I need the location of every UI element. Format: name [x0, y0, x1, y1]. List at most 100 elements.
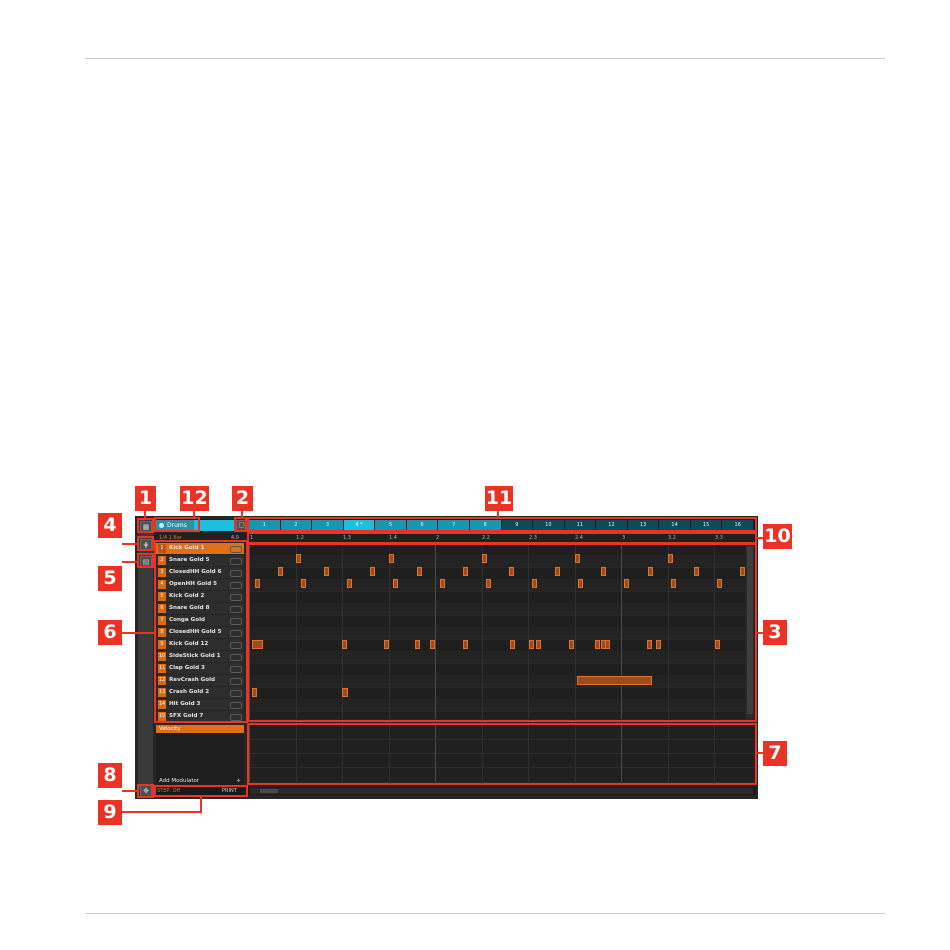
- pattern-slot[interactable]: 6: [406, 520, 439, 531]
- pattern-slot[interactable]: 2: [280, 520, 313, 531]
- note-event[interactable]: [647, 640, 652, 649]
- note-event[interactable]: [694, 567, 699, 576]
- note-event[interactable]: [393, 579, 398, 588]
- note-event[interactable]: [255, 579, 260, 588]
- mute-solo-icon[interactable]: [230, 666, 242, 673]
- note-event[interactable]: [389, 554, 394, 563]
- pattern-slot[interactable]: 9: [501, 520, 534, 531]
- note-event[interactable]: [296, 554, 301, 563]
- note-event[interactable]: [370, 567, 375, 576]
- note-event[interactable]: [482, 554, 487, 563]
- modulation-parameter[interactable]: Velocity: [156, 725, 244, 733]
- pattern-slot[interactable]: 12: [596, 520, 628, 531]
- note-event[interactable]: [342, 640, 347, 649]
- mute-solo-icon[interactable]: [230, 654, 242, 661]
- mute-solo-icon[interactable]: [230, 546, 242, 553]
- note-event[interactable]: [601, 567, 606, 576]
- scrollbar-thumb[interactable]: [260, 789, 278, 793]
- vertical-scrollbar[interactable]: [746, 543, 754, 719]
- mute-solo-icon[interactable]: [230, 570, 242, 577]
- note-event[interactable]: [252, 640, 263, 649]
- print-button[interactable]: PRINT: [222, 788, 237, 794]
- mute-solo-icon[interactable]: [230, 594, 242, 601]
- pattern-slot[interactable]: 15: [690, 520, 723, 531]
- mute-solo-icon[interactable]: [230, 630, 242, 637]
- mute-solo-icon[interactable]: [230, 702, 242, 709]
- mute-solo-icon[interactable]: [230, 678, 242, 685]
- pattern-slot[interactable]: 3: [312, 520, 344, 531]
- note-event[interactable]: [577, 676, 652, 685]
- mute-solo-icon[interactable]: [230, 618, 242, 625]
- note-event[interactable]: [415, 640, 420, 649]
- group-selector[interactable]: Drums: [155, 520, 242, 531]
- pattern-slot[interactable]: 7: [438, 520, 470, 531]
- note-event[interactable]: [324, 567, 329, 576]
- note-event[interactable]: [278, 567, 283, 576]
- note-event[interactable]: [578, 579, 583, 588]
- mute-solo-icon[interactable]: [230, 558, 242, 565]
- group-view-icon[interactable]: ▤: [140, 556, 152, 568]
- note-event[interactable]: [509, 567, 514, 576]
- note-event[interactable]: [384, 640, 389, 649]
- note-event[interactable]: [430, 640, 435, 649]
- keyboard-view-icon[interactable]: ⋕: [140, 539, 152, 551]
- pattern-slot[interactable]: 16: [722, 520, 754, 531]
- pattern-slot[interactable]: 14: [659, 520, 691, 531]
- note-event[interactable]: [342, 688, 348, 697]
- pattern-slot[interactable]: 5: [375, 520, 407, 531]
- pattern-slot[interactable]: 1: [249, 520, 281, 531]
- step-mode-selector[interactable]: STEP: Off: [157, 788, 181, 794]
- pattern-manager-icon[interactable]: ▢: [236, 520, 247, 531]
- pattern-slot[interactable]: 11: [564, 520, 597, 531]
- note-event[interactable]: [532, 579, 537, 588]
- add-modulator-button[interactable]: Add Modulator+: [156, 777, 244, 785]
- note-event[interactable]: [656, 640, 661, 649]
- mute-solo-icon[interactable]: [230, 642, 242, 649]
- note-event[interactable]: [417, 567, 422, 576]
- mute-solo-icon[interactable]: [230, 714, 242, 721]
- note-event[interactable]: [463, 640, 468, 649]
- note-event[interactable]: [740, 567, 745, 576]
- mute-solo-icon[interactable]: [230, 690, 242, 697]
- note-event[interactable]: [575, 554, 580, 563]
- pattern-slot[interactable]: 8: [469, 520, 502, 531]
- note-event[interactable]: [529, 640, 534, 649]
- note-event[interactable]: [463, 567, 468, 576]
- note-event[interactable]: [569, 640, 574, 649]
- note-event[interactable]: [715, 640, 720, 649]
- dragger-icon[interactable]: ✥: [140, 785, 152, 797]
- note-event[interactable]: [624, 579, 629, 588]
- control-lane[interactable]: [249, 725, 754, 782]
- pattern-length[interactable]: 4.0: [231, 535, 239, 541]
- scrollbar-thumb[interactable]: [747, 546, 753, 714]
- timeline[interactable]: [153, 533, 755, 542]
- note-event[interactable]: [668, 554, 673, 563]
- pattern-slot-selected[interactable]: 4 *: [343, 520, 376, 531]
- note-event[interactable]: [595, 640, 600, 649]
- note-event[interactable]: [648, 567, 653, 576]
- pattern-slot[interactable]: 13: [627, 520, 660, 531]
- note-event[interactable]: [301, 579, 306, 588]
- note-event[interactable]: [717, 579, 722, 588]
- note-event[interactable]: [536, 640, 541, 649]
- arranger-view-icon[interactable]: ▦: [140, 521, 152, 533]
- note-event[interactable]: [555, 567, 560, 576]
- note-event[interactable]: [605, 640, 610, 649]
- note-event[interactable]: [347, 579, 352, 588]
- note-event[interactable]: [671, 579, 676, 588]
- note-event[interactable]: [440, 579, 445, 588]
